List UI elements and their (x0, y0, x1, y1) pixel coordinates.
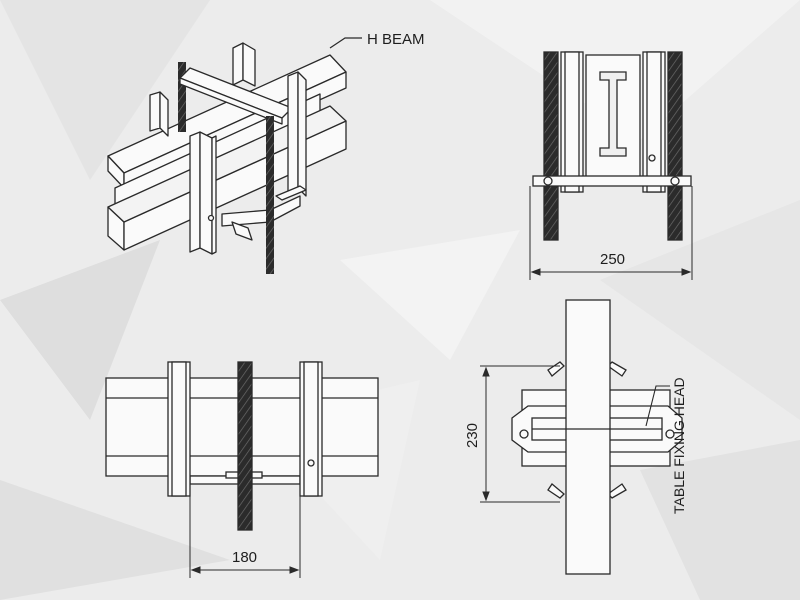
threaded-rod-right (667, 51, 683, 241)
side-width-dimension (189, 484, 301, 578)
front-width-value: 250 (600, 251, 625, 268)
top-height-value: 230 (464, 423, 481, 448)
isometric-view (107, 42, 347, 274)
threaded-rod-left (543, 51, 559, 241)
h-beam-leader (329, 37, 362, 49)
rear-angle-left (149, 91, 169, 137)
h-beam-plan (565, 299, 611, 575)
threaded-rod-rear (178, 62, 186, 132)
h-beam-section (599, 71, 627, 157)
rear-angle-top (232, 42, 256, 87)
front-view (532, 51, 692, 241)
table-fixing-head-leader (645, 385, 670, 427)
top-view (511, 299, 683, 575)
threaded-rod-front (266, 116, 274, 274)
side-width-value: 180 (232, 549, 257, 566)
top-height-dimension (480, 365, 560, 503)
side-view (105, 361, 379, 531)
threaded-rod-side (237, 361, 253, 531)
side-angle-front (189, 131, 217, 255)
front-width-dimension (529, 186, 693, 280)
bolt-hole (207, 214, 215, 222)
h-beam-label: H BEAM (367, 31, 425, 48)
table-fixing-head-label: TABLE FIXING HEAD (671, 377, 687, 514)
side-angle-right (287, 71, 307, 197)
